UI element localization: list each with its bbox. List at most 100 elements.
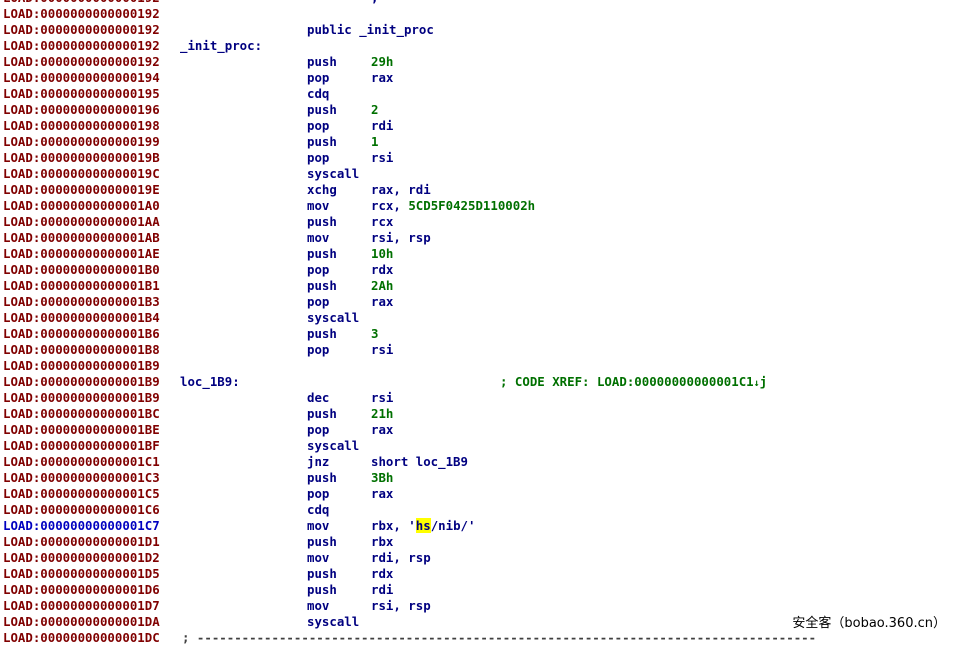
listing-row[interactable]: LOAD:00000000000001D5 push rdx	[0, 566, 960, 582]
instruction-operands[interactable]: 10h	[371, 246, 393, 262]
instruction-mnemonic[interactable]: cdq	[307, 502, 330, 517]
instruction-mnemonic[interactable]: push	[307, 102, 337, 117]
instruction-operands[interactable]: ;	[371, 0, 378, 6]
row-address[interactable]: LOAD:00000000000001BF	[3, 438, 160, 453]
row-address[interactable]: LOAD:0000000000000196	[3, 102, 160, 117]
row-address[interactable]: LOAD:00000000000001B1	[3, 278, 160, 293]
listing-row[interactable]: LOAD:00000000000001B9	[0, 358, 960, 374]
row-address[interactable]: LOAD:00000000000001C1	[3, 454, 160, 469]
row-address[interactable]: LOAD:00000000000001B9	[3, 358, 160, 373]
instruction-mnemonic[interactable]: push	[307, 406, 337, 421]
instruction-mnemonic[interactable]: mov	[307, 550, 330, 565]
row-address[interactable]: LOAD:00000000000001DA	[3, 614, 160, 629]
instruction-operands[interactable]: rsi	[371, 342, 393, 358]
instruction-operands[interactable]: 1	[371, 134, 378, 150]
listing-row[interactable]: LOAD:0000000000000196 push 2	[0, 102, 960, 118]
instruction-operands[interactable]: rsi, rsp	[371, 230, 431, 246]
listing-row[interactable]: LOAD:0000000000000195 cdq	[0, 86, 960, 102]
instruction-mnemonic[interactable]: pop	[307, 294, 330, 309]
row-address[interactable]: LOAD:0000000000000192	[3, 6, 160, 21]
row-address[interactable]: LOAD:0000000000000192	[3, 54, 160, 69]
instruction-operands[interactable]: short loc_1B9	[371, 454, 468, 470]
instruction-operands[interactable]: rax	[371, 486, 393, 502]
row-address[interactable]: LOAD:00000000000001D1	[3, 534, 160, 549]
instruction-mnemonic[interactable]: dec	[307, 390, 330, 405]
row-address[interactable]: LOAD:00000000000001AA	[3, 214, 160, 229]
row-address[interactable]: LOAD:00000000000001B9	[3, 374, 160, 389]
instruction-operands[interactable]: 3	[371, 326, 378, 342]
instruction-operands[interactable]: rdi	[371, 118, 393, 134]
instruction-operands[interactable]: rsi	[371, 390, 393, 406]
instruction-mnemonic[interactable]: xchg	[307, 182, 337, 197]
instruction-mnemonic[interactable]: public _init_proc	[307, 22, 434, 37]
row-address[interactable]: LOAD:00000000000001B4	[3, 310, 160, 325]
row-address[interactable]: LOAD:000000000000019C	[3, 166, 160, 181]
instruction-mnemonic[interactable]: push	[307, 134, 337, 149]
row-address[interactable]: LOAD:00000000000001B8	[3, 342, 160, 357]
listing-row[interactable]: LOAD:0000000000000192 public _init_proc	[0, 22, 960, 38]
instruction-operands[interactable]: rax	[371, 422, 393, 438]
row-address[interactable]: LOAD:0000000000000192	[3, 22, 160, 37]
row-address[interactable]: LOAD:00000000000001D5	[3, 566, 160, 581]
instruction-mnemonic[interactable]: push	[307, 246, 337, 261]
listing-row[interactable]: LOAD:0000000000000192;	[0, 0, 960, 6]
instruction-mnemonic[interactable]: pop	[307, 342, 330, 357]
instruction-operands[interactable]: rax	[371, 294, 393, 310]
instruction-mnemonic[interactable]: push	[307, 54, 337, 69]
instruction-operands[interactable]: 29h	[371, 54, 393, 70]
instruction-mnemonic[interactable]: pop	[307, 486, 330, 501]
listing-row[interactable]: LOAD:00000000000001B4 syscall	[0, 310, 960, 326]
instruction-mnemonic[interactable]: mov	[307, 598, 330, 613]
instruction-operands[interactable]: 21h	[371, 406, 393, 422]
instruction-mnemonic[interactable]: pop	[307, 118, 330, 133]
instruction-operands[interactable]: rdx	[371, 566, 393, 582]
instruction-mnemonic[interactable]: pop	[307, 422, 330, 437]
listing-row[interactable]: LOAD:0000000000000192 push 29h	[0, 54, 960, 70]
instruction-mnemonic[interactable]: push	[307, 326, 337, 341]
instruction-operands[interactable]: 2	[371, 102, 378, 118]
instruction-mnemonic[interactable]: cdq	[307, 86, 330, 101]
instruction-mnemonic[interactable]: push	[307, 278, 337, 293]
instruction-mnemonic[interactable]: pop	[307, 70, 330, 85]
instruction-operands[interactable]: rcx, 5CD5F0425D110002h	[371, 198, 535, 214]
instruction-operands[interactable]: rsi	[371, 150, 393, 166]
listing-row[interactable]: LOAD:00000000000001B8 pop rsi	[0, 342, 960, 358]
instruction-mnemonic[interactable]: mov	[307, 198, 330, 213]
row-address[interactable]: LOAD:00000000000001AE	[3, 246, 160, 261]
instruction-operands[interactable]: rax	[371, 70, 393, 86]
instruction-mnemonic[interactable]: pop	[307, 262, 330, 277]
instruction-operands[interactable]: rbx, 'hs/nib/'	[371, 518, 475, 534]
row-address[interactable]: LOAD:00000000000001D6	[3, 582, 160, 597]
instruction-mnemonic[interactable]: push	[307, 470, 337, 485]
instruction-operands[interactable]: rcx	[371, 214, 393, 230]
row-address[interactable]: LOAD:0000000000000195	[3, 86, 160, 101]
listing-row[interactable]: LOAD:0000000000000192_init_proc:	[0, 38, 960, 54]
instruction-operands[interactable]: rsi, rsp	[371, 598, 431, 614]
row-address[interactable]: LOAD:000000000000019B	[3, 150, 160, 165]
row-address[interactable]: LOAD:000000000000019E	[3, 182, 160, 197]
instruction-mnemonic[interactable]: push	[307, 566, 337, 581]
instruction-operands[interactable]: 2Ah	[371, 278, 393, 294]
instruction-mnemonic[interactable]: syscall	[307, 310, 360, 325]
instruction-operands[interactable]: 3Bh	[371, 470, 393, 486]
row-address[interactable]: LOAD:00000000000001D7	[3, 598, 160, 613]
